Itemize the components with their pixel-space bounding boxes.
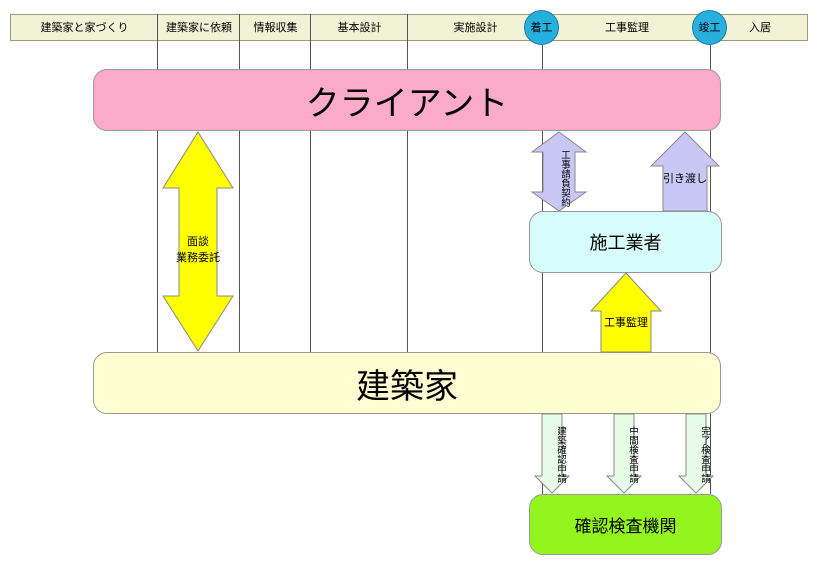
phase-label: 基本設計 <box>337 21 382 34</box>
phase-timeline: 建築家と家づくり 建築家に依頼 情報収集 基本設計 実施設計 工事監理 入居 <box>10 14 808 41</box>
phase-label: 建築家と家づくり <box>40 21 129 34</box>
supervision-arrow <box>589 272 663 353</box>
phase-label: 実施設計 <box>453 21 498 34</box>
interim-inspection-label: 中間検査申請 <box>627 426 638 483</box>
interview-double-arrow <box>162 131 234 352</box>
phase-label: 建築家に依頼 <box>166 21 232 34</box>
phase-label: 工事監理 <box>605 21 649 34</box>
phase-label: 情報収集 <box>253 21 298 34</box>
handover-arrow <box>649 131 721 212</box>
confirmation-arrow <box>533 413 571 494</box>
completion-inspection-arrow <box>677 413 715 494</box>
phase-divider <box>407 14 408 352</box>
contract-label: 工事請負契約 <box>559 150 570 207</box>
client-node: クライアント <box>93 69 721 131</box>
completion-badge: 竣工 <box>692 10 727 45</box>
phase-divider <box>157 14 158 352</box>
architect-node: 建築家 <box>93 352 721 414</box>
confirmation-label: 建築確認申請 <box>555 426 566 483</box>
interim-inspection-arrow <box>605 413 643 494</box>
handover-label: 引き渡し <box>663 172 707 185</box>
contract-double-arrow <box>530 131 588 212</box>
interview-label: 面談 業務委託 <box>176 235 220 264</box>
construction-start-badge: 着工 <box>524 10 559 45</box>
phase-label: 入居 <box>749 21 771 34</box>
inspection-agency-node: 確認検査機関 <box>529 494 722 555</box>
supervision-label: 工事監理 <box>604 316 648 329</box>
completion-inspection-label: 完了検査申請 <box>699 426 710 483</box>
phase-divider <box>239 14 240 352</box>
contractor-node: 施工業者 <box>529 211 722 273</box>
phase-divider <box>310 14 311 352</box>
